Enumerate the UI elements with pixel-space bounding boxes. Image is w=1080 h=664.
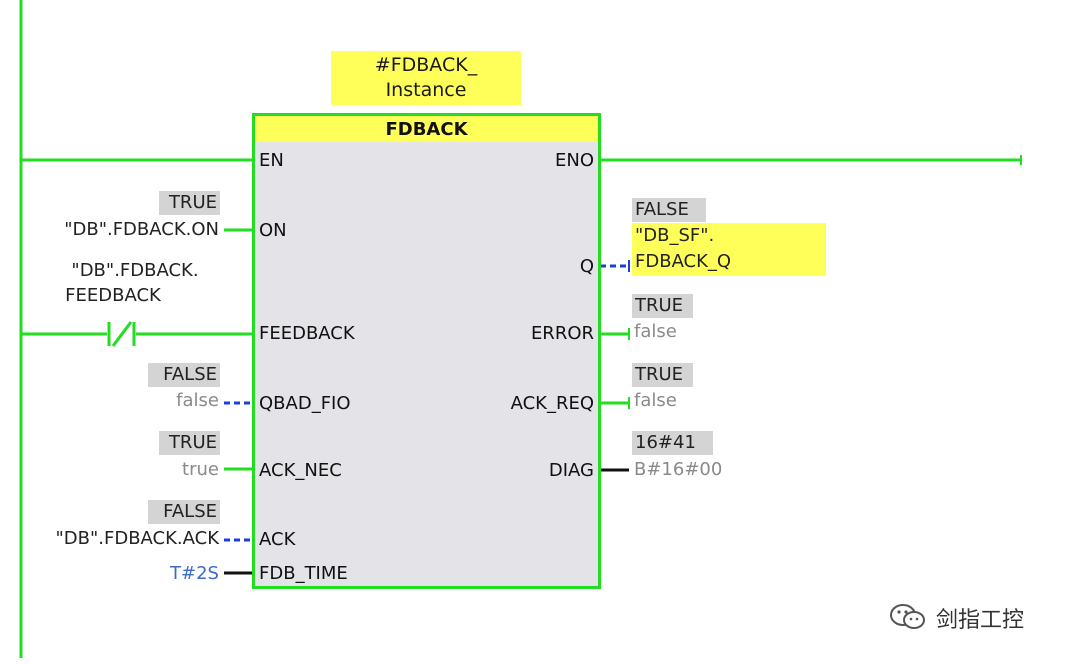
ack-req-tag[interactable]: false: [634, 390, 677, 411]
feedback-tag-line1[interactable]: "DB".FDBACK.: [71, 260, 199, 281]
ack-req-live-value: TRUE: [632, 363, 693, 387]
error-live-value: TRUE: [632, 294, 693, 318]
instance-db-label[interactable]: #FDBACK_ Instance: [331, 51, 521, 105]
error-tag[interactable]: false: [634, 321, 677, 342]
wechat-icon: [888, 602, 928, 632]
pin-diag: DIAG: [548, 460, 594, 481]
on-live-value: TRUE: [159, 191, 220, 215]
diag-live-value: 16#41: [632, 431, 713, 455]
pin-feedback: FEEDBACK: [259, 323, 355, 344]
qbad-fio-tag[interactable]: false: [176, 390, 219, 411]
on-tag[interactable]: "DB".FDBACK.ON: [64, 219, 219, 240]
feedback-tag-line2[interactable]: FEEDBACK: [65, 285, 161, 306]
pin-fdb-time: FDB_TIME: [259, 563, 348, 584]
diag-tag[interactable]: B#16#00: [634, 459, 723, 480]
q-live-value: FALSE: [632, 198, 706, 222]
q-tag-box[interactable]: "DB_SF". FDBACK_Q: [632, 223, 826, 276]
pin-qbad-fio: QBAD_FIO: [259, 393, 351, 414]
pin-error: ERROR: [530, 323, 594, 344]
pin-en: EN: [259, 150, 284, 171]
pin-ack: ACK: [259, 529, 296, 550]
q-tag-line1: "DB_SF".: [635, 225, 715, 246]
instance-line2: Instance: [385, 79, 467, 101]
q-tag-line2: FDBACK_Q: [635, 251, 732, 272]
block-title: FDBACK: [255, 116, 598, 142]
fdb-time-tag[interactable]: T#2S: [170, 563, 219, 584]
function-block[interactable]: [252, 113, 601, 589]
pin-ack-req: ACK_REQ: [510, 393, 594, 414]
pin-q: Q: [579, 256, 594, 277]
ack-live-value: FALSE: [148, 500, 220, 524]
pin-ack-nec: ACK_NEC: [259, 460, 342, 481]
ack-tag[interactable]: "DB".FDBACK.ACK: [55, 528, 219, 549]
instance-line1: #FDBACK_: [374, 54, 478, 76]
pin-eno: ENO: [554, 150, 594, 171]
pin-on: ON: [259, 220, 287, 241]
ack-nec-live-value: TRUE: [159, 431, 220, 455]
qbad-fio-live-value: FALSE: [148, 363, 220, 387]
nc-contact-slash: [111, 321, 133, 347]
ack-nec-tag[interactable]: true: [182, 459, 219, 480]
watermark-text: 剑指工控: [936, 608, 1025, 633]
